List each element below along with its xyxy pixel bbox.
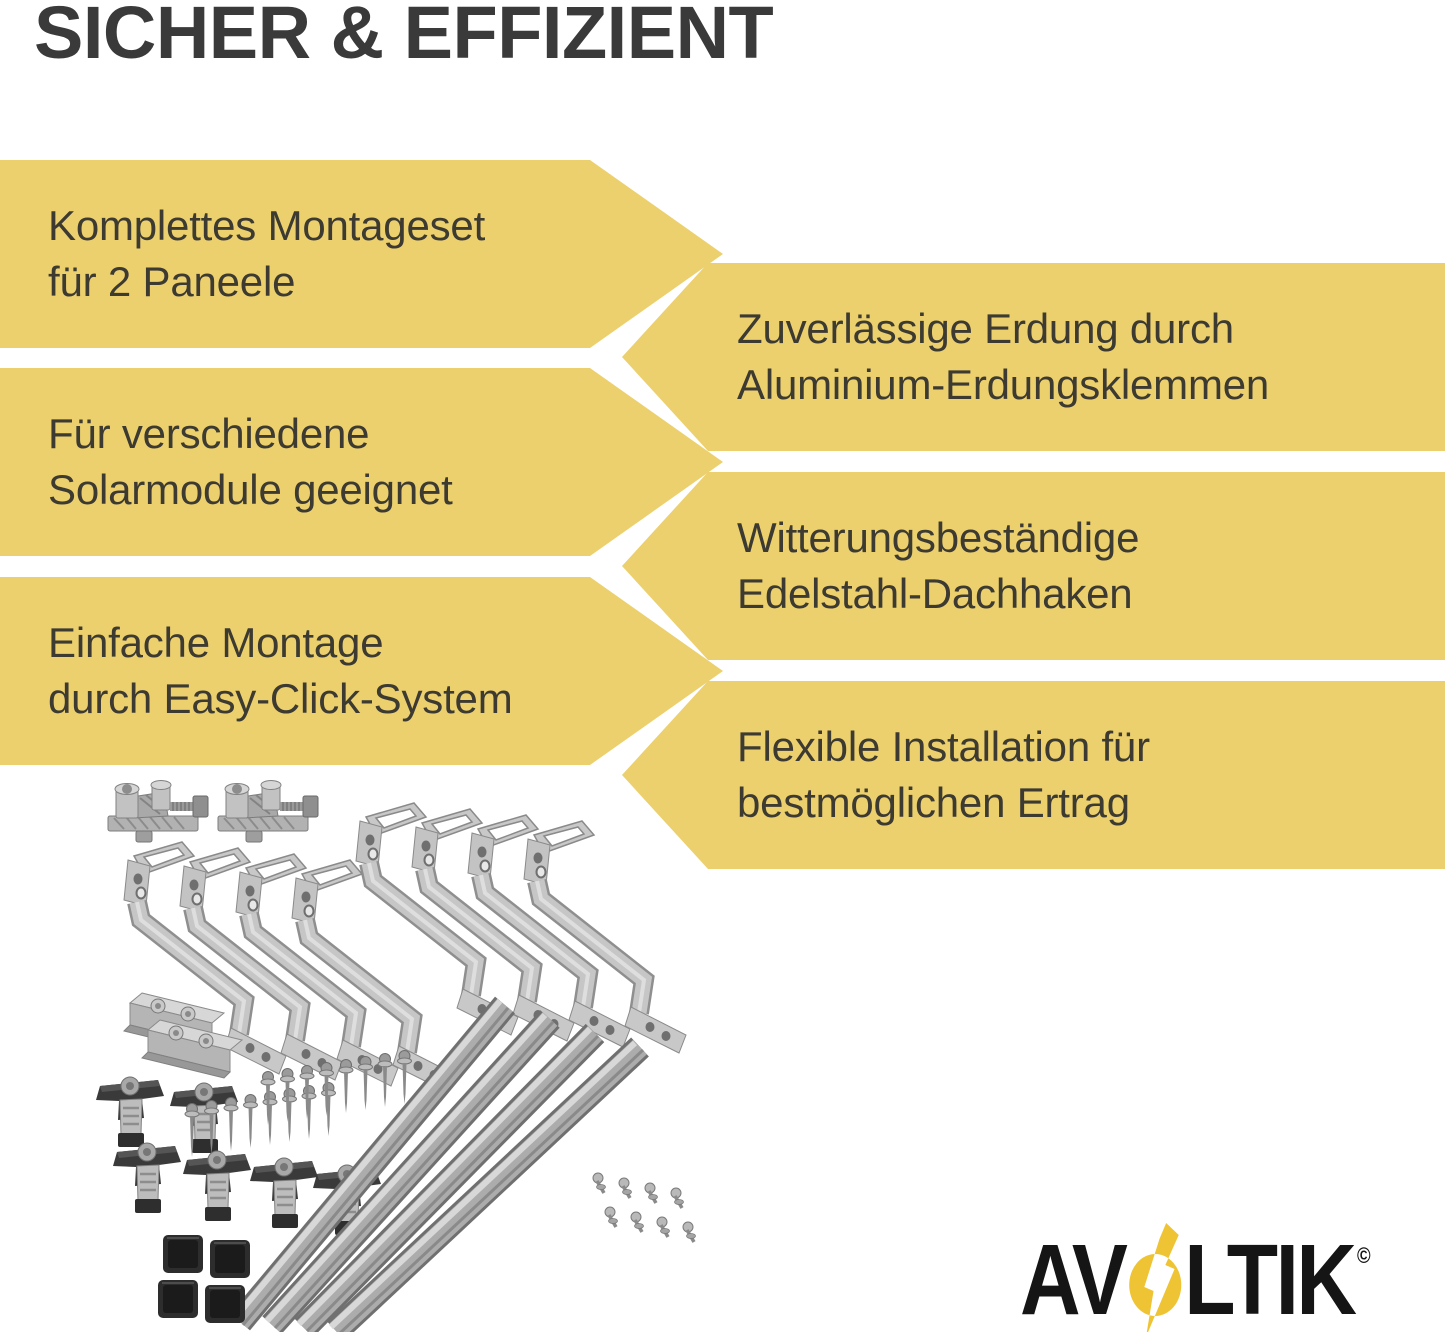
mounting-rail [230, 996, 649, 1332]
feature-text-line: Witterungsbeständige [737, 514, 1140, 561]
rail-connector [123, 992, 243, 1079]
feature-banner-right-2: Witterungsbeständige Edelstahl-Dachhaken [622, 472, 1445, 660]
feature-text-line: Flexible Installation für [737, 723, 1150, 770]
feature-banner-left-3: Einfache Montage durch Easy-Click-System [0, 577, 723, 765]
feature-text-line: für 2 Paneele [48, 258, 296, 305]
copyright-mark: © [1357, 1243, 1371, 1268]
feature-banner-left-1: Komplettes Montageset für 2 Paneele [0, 160, 723, 348]
page-title: SICHER & EFFIZIENT [34, 0, 774, 74]
brand-logo: AV LTIK © [1020, 1221, 1371, 1332]
lightning-bolt-icon [1128, 1223, 1181, 1332]
feature-text-line: Zuverlässige Erdung durch [737, 305, 1234, 352]
feature-text-line: Solarmodule geeignet [48, 466, 453, 513]
product-photo-mounting-parts [94, 779, 698, 1332]
feature-banner-left-2: Für verschiedene Solarmodule geeignet [0, 368, 723, 556]
end-cap [157, 1234, 251, 1324]
feature-banner-right-1: Zuverlässige Erdung durch Aluminium-Erdu… [622, 263, 1445, 451]
logo-text-suffix: LTIK [1184, 1224, 1357, 1332]
feature-text-line: Aluminium-Erdungsklemmen [737, 361, 1270, 408]
feature-text-line: durch Easy-Click-System [48, 675, 513, 722]
feature-text-line: Einfache Montage [48, 619, 384, 666]
feature-text-line: Edelstahl-Dachhaken [737, 570, 1133, 617]
screw-cluster [591, 1171, 698, 1244]
grounding-clamp [107, 779, 319, 843]
feature-banner-right-3: Flexible Installation für bestmöglichen … [622, 681, 1445, 869]
feature-text-line: Komplettes Montageset [48, 202, 486, 249]
logo-text-prefix: AV [1020, 1224, 1128, 1332]
feature-text-line: Für verschiedene [48, 410, 370, 457]
feature-text-line: bestmöglichen Ertrag [737, 779, 1130, 826]
